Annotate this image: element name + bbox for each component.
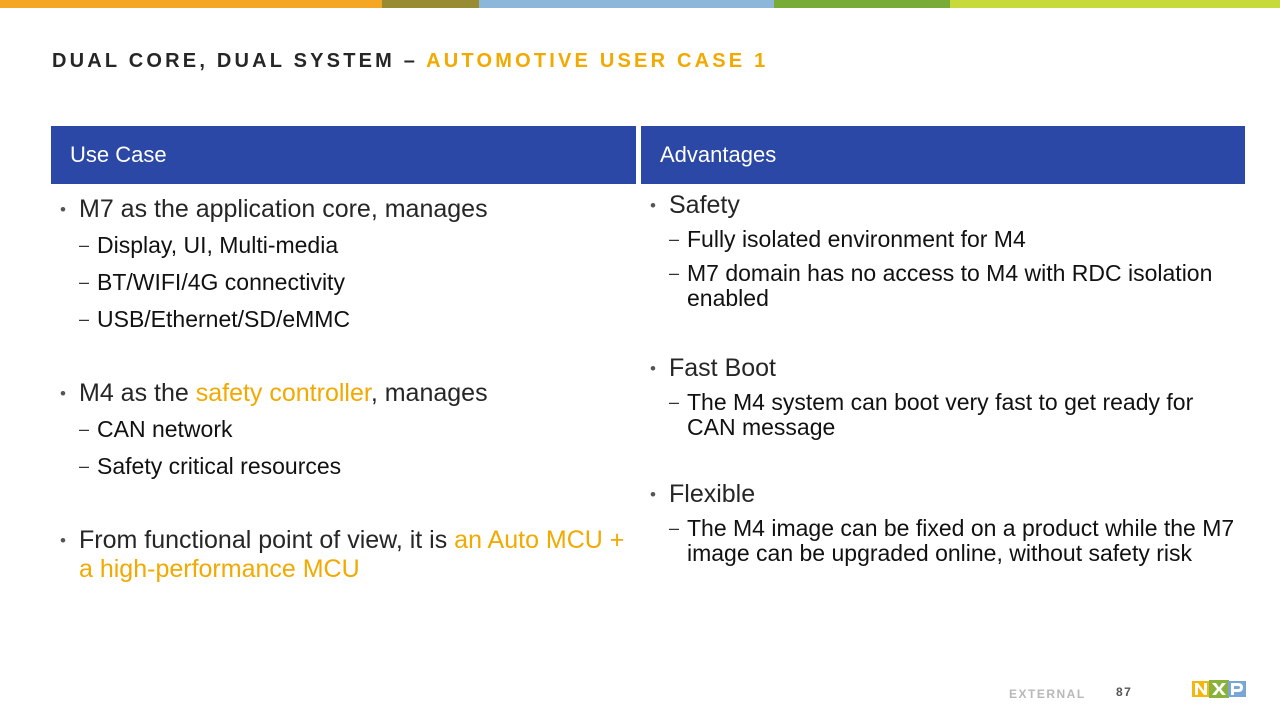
sub-bullet: BT/WIFI/4G connectivity [60, 270, 630, 296]
bullet-functional-view: From functional point of view, it is an … [60, 526, 630, 584]
bullet-text: , manages [370, 379, 488, 407]
sub-bullet: CAN network [60, 417, 630, 443]
highlight-text: an Auto MCU + a high-performance MCU [79, 526, 625, 583]
classification-label: EXTERNAL [1009, 687, 1086, 701]
slide-title-highlight: AUTOMOTIVE USER CASE 1 [426, 50, 769, 72]
advantages-column: Safety Fully isolated environment for M4… [650, 191, 1245, 566]
advantages-header-label: Advantages [660, 142, 777, 167]
bullet-text: From functional point of view, it is [79, 526, 455, 554]
sub-bullet: Safety critical resources [60, 454, 630, 480]
top-bar-segment-green [774, 0, 950, 8]
bullet-fast-boot: Fast Boot [650, 354, 1245, 383]
slide-title-main: DUAL CORE, DUAL SYSTEM – [52, 50, 427, 72]
use-case-header-label: Use Case [70, 142, 167, 167]
bullet-text: M4 as the [79, 379, 196, 407]
top-color-bar [0, 0, 1280, 8]
sub-bullet: Display, UI, Multi-media [60, 233, 630, 259]
sub-bullet: The M4 image can be fixed on a product w… [650, 516, 1245, 566]
page-number: 87 [1116, 685, 1133, 699]
bullet-flexible: Flexible [650, 480, 1245, 509]
top-bar-segment-blue [479, 0, 774, 8]
bullet-m7-application-core: M7 as the application core, manages [60, 195, 630, 224]
top-bar-segment-olive [382, 0, 479, 8]
sub-bullet: USB/Ethernet/SD/eMMC [60, 307, 630, 333]
highlight-text: safety controller [195, 379, 371, 407]
slide-title: DUAL CORE, DUAL SYSTEM – AUTOMOTIVE USER… [52, 50, 768, 73]
advantages-header: Advantages [641, 126, 1245, 184]
sub-bullet: The M4 system can boot very fast to get … [650, 390, 1245, 440]
bullet-safety: Safety [650, 191, 1245, 220]
sub-bullet: M7 domain has no access to M4 with RDC i… [650, 261, 1245, 311]
bullet-m4-safety-controller: M4 as the safety controller, manages [60, 379, 630, 408]
use-case-column: M7 as the application core, manages Disp… [60, 195, 630, 584]
nxp-logo-icon [1192, 680, 1246, 698]
sub-bullet: Fully isolated environment for M4 [650, 227, 1245, 253]
top-bar-segment-orange [0, 0, 382, 8]
use-case-header: Use Case [51, 126, 636, 184]
top-bar-segment-lime [950, 0, 1280, 8]
